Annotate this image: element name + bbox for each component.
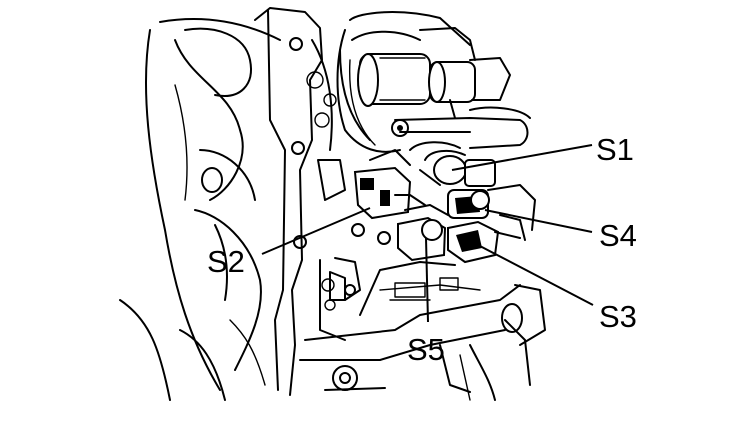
- label-s2: S2: [207, 244, 245, 279]
- leader-s5: [425, 237, 429, 323]
- transmission-case-left: [119, 18, 281, 401]
- solenoid-s2: [351, 149, 426, 237]
- label-s3: S3: [599, 299, 637, 334]
- solenoid-s5: [377, 204, 449, 262]
- leader-s2: [261, 207, 371, 255]
- upper-solenoid-assembly: [336, 11, 531, 153]
- bracket: [329, 257, 361, 301]
- solenoid-s4: [447, 184, 536, 241]
- leader-s4: [484, 209, 593, 233]
- solenoid-s3: [447, 220, 521, 264]
- leader-lines: [261, 144, 594, 323]
- label-s4: S4: [599, 218, 637, 253]
- leader-s1: [451, 144, 593, 171]
- label-s5: S5: [407, 332, 445, 367]
- leader-s3: [477, 244, 594, 306]
- valve-body: [254, 7, 521, 396]
- label-s1: S1: [596, 132, 634, 167]
- lower-housing: [324, 284, 546, 401]
- solenoid-s1: [409, 141, 496, 187]
